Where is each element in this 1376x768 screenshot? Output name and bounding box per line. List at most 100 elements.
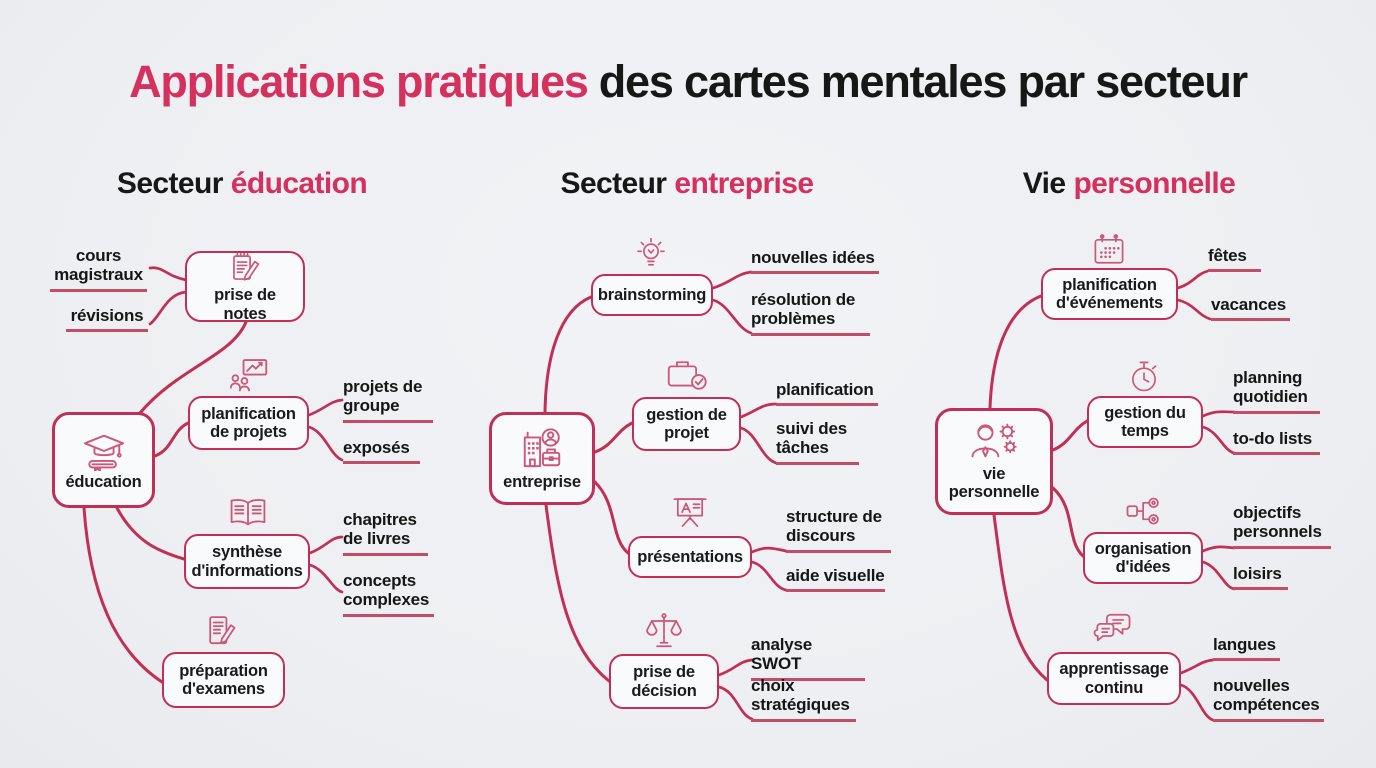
branch-node-organisation-d-idees: organisation d'idées xyxy=(1083,532,1203,584)
branch-node-prise-de-notes: prise de notes xyxy=(185,250,305,323)
leaf-nouvelles-competences: nouvelles compétences xyxy=(1213,676,1324,722)
leaf-connector xyxy=(717,685,754,721)
branch-connector xyxy=(593,421,634,454)
person-gears-icon xyxy=(969,421,1019,463)
branch-connector xyxy=(1051,486,1085,558)
branch-node-apprentissage-continu: apprentissage continu xyxy=(1047,652,1181,705)
branch-connector xyxy=(1051,419,1089,452)
branch-connector xyxy=(153,421,190,458)
leaf-connector xyxy=(711,270,753,290)
leaf-connector xyxy=(717,658,754,677)
stopwatch-icon xyxy=(1127,357,1161,395)
branch-label: prise de décision xyxy=(631,663,697,700)
leaf-revisions: révisions xyxy=(66,306,148,333)
briefcase-check-icon xyxy=(666,357,708,394)
branch-connector xyxy=(988,294,1043,410)
notepad-pencil-icon xyxy=(228,250,262,286)
leaf-vacances: vacances xyxy=(1211,295,1290,322)
exam-sheet-icon xyxy=(203,613,239,650)
heading-prefix: Secteur xyxy=(560,167,667,200)
center-node-label: entreprise xyxy=(503,473,581,492)
leaf-cours-magistraux: cours magistraux xyxy=(50,246,147,292)
branch-connector xyxy=(544,503,611,683)
chat-bubbles-icon xyxy=(1093,612,1133,647)
leaf-suivi-des-taches: suivi des tâches xyxy=(776,419,859,465)
leaf-objectifs-personnels: objectifs personnels xyxy=(1233,503,1331,549)
leaf-projets-de-groupe: projets de groupe xyxy=(343,377,433,423)
leaf-connector xyxy=(307,398,344,417)
leaf-connector xyxy=(1201,410,1236,418)
leaf-connector xyxy=(750,546,788,554)
leaf-connector xyxy=(1176,298,1212,321)
branch-label: organisation d'idées xyxy=(1094,539,1192,576)
branch-connector xyxy=(543,295,593,414)
leaf-aide-visuelle: aide visuelle xyxy=(786,566,885,593)
leaf-concepts-complexes: concepts complexes xyxy=(343,571,434,617)
center-node-label: vie personnelle xyxy=(948,465,1040,501)
branch-label: synthèse d'informations xyxy=(191,543,303,580)
leaf-connector xyxy=(1179,683,1215,722)
leaf-choix-strategiques: choix stratégiques xyxy=(751,676,856,722)
page-title-accent: Applications pratiques xyxy=(129,56,589,107)
branch-label: planification d'événements xyxy=(1056,275,1163,312)
leaf-planification: planification xyxy=(776,380,878,407)
branch-connector xyxy=(992,513,1049,682)
branch-node-synthese-d-informations: synthèse d'informations xyxy=(184,534,310,589)
leaf-loisirs: loisirs xyxy=(1233,564,1288,591)
center-node-entreprise: entreprise xyxy=(489,412,595,505)
branch-label: brainstorming xyxy=(597,285,707,304)
leaf-to-do-lists: to-do lists xyxy=(1233,429,1320,456)
calendar-icon xyxy=(1091,233,1127,267)
branch-node-gestion-de-projet: gestion de projet xyxy=(632,397,741,451)
leaf-fetes: fêtes xyxy=(1208,246,1261,273)
leaf-chapitres-de-livres: chapitres de livres xyxy=(343,510,428,556)
center-node-education: éducation xyxy=(52,412,155,508)
heading-accent: personnelle xyxy=(1073,167,1236,200)
leaf-resolution-de-problemes: résolution de problèmes xyxy=(751,290,870,336)
open-book-icon xyxy=(227,496,269,530)
branch-node-planification-d-evenements: planification d'événements xyxy=(1041,268,1178,320)
leaf-connector xyxy=(739,426,778,465)
leaf-langues: langues xyxy=(1213,635,1280,662)
branch-label: gestion de projet xyxy=(646,405,727,442)
branch-label: planification de projets xyxy=(201,404,296,441)
page-title-rest: des cartes mentales par secteur xyxy=(598,56,1248,107)
presentation-easel-icon xyxy=(670,494,710,532)
branch-label: gestion du temps xyxy=(1104,403,1186,440)
leaf-connector xyxy=(1201,425,1236,455)
graduation-cap-icon xyxy=(81,429,127,472)
leaf-connector xyxy=(307,425,344,462)
branch-node-planification-de-projets: planification de projets xyxy=(188,396,309,450)
leaf-connector xyxy=(750,560,788,592)
leaf-connector xyxy=(1201,545,1236,553)
branch-connector xyxy=(115,506,186,561)
leaf-connector xyxy=(308,535,344,555)
heading-prefix: Secteur xyxy=(116,167,223,200)
team-chart-icon xyxy=(229,357,269,394)
branch-node-gestion-du-temps: gestion du temps xyxy=(1087,396,1203,448)
leaf-analyse-swot: analyse SWOT xyxy=(751,635,865,681)
branch-connector xyxy=(82,506,164,684)
leaf-exposes: exposés xyxy=(343,438,420,465)
leaf-connector xyxy=(1201,560,1236,591)
center-node-vie-personnelle: vie personnelle xyxy=(935,408,1053,515)
leaf-connector xyxy=(308,563,344,594)
branch-label: apprentissage continu xyxy=(1059,660,1169,697)
branch-node-preparation-d-examens: préparation d'examens xyxy=(162,652,285,708)
leaf-connector xyxy=(1176,269,1210,290)
center-node-label: éducation xyxy=(65,472,142,491)
branch-connector xyxy=(593,480,630,555)
branch-node-prise-de-decision: prise de décision xyxy=(609,654,719,709)
leaf-connector xyxy=(739,402,778,419)
leaf-connector xyxy=(148,290,188,326)
company-icon xyxy=(517,425,567,471)
leaf-structure-de-discours: structure de discours xyxy=(786,507,891,553)
branch-node-brainstorming: brainstorming xyxy=(591,274,713,316)
idea-network-icon xyxy=(1124,495,1164,528)
leaf-connector xyxy=(148,266,188,282)
